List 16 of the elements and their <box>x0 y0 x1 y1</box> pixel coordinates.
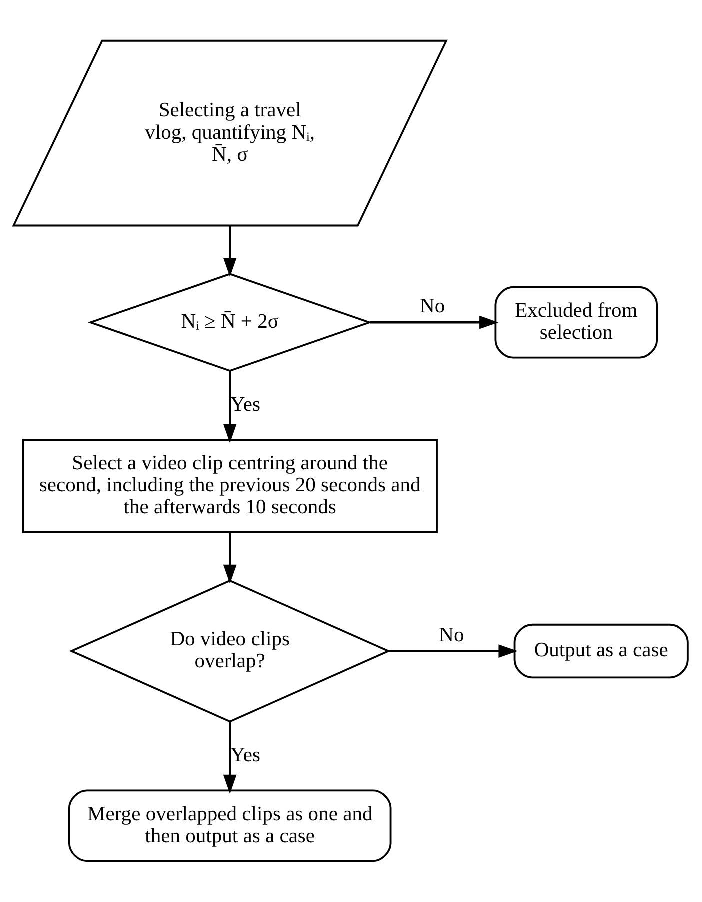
node-diamond: Nᵢ ≥ N̄ + 2σ <box>88 273 372 372</box>
arrow <box>388 644 518 658</box>
node-box: Output as a case <box>514 624 689 679</box>
edge-label: Yes <box>230 394 260 416</box>
edge-label: No <box>439 624 464 646</box>
node-diamond: Do video clips overlap? <box>69 580 391 723</box>
arrow <box>223 722 237 794</box>
edge-label: No <box>420 296 446 318</box>
node-box: Excluded from selection <box>494 286 658 359</box>
arrow <box>223 371 237 444</box>
node-box: Merge overlapped clips as one and then output as a case <box>68 790 392 862</box>
node-box: Select a video clip centring around the second, including the previous 20 seconds and the afterwards 10 seconds <box>22 439 438 534</box>
arrow <box>223 226 237 278</box>
arrow <box>223 532 237 584</box>
edge-label: Yes <box>230 744 260 767</box>
arrow <box>370 316 499 330</box>
